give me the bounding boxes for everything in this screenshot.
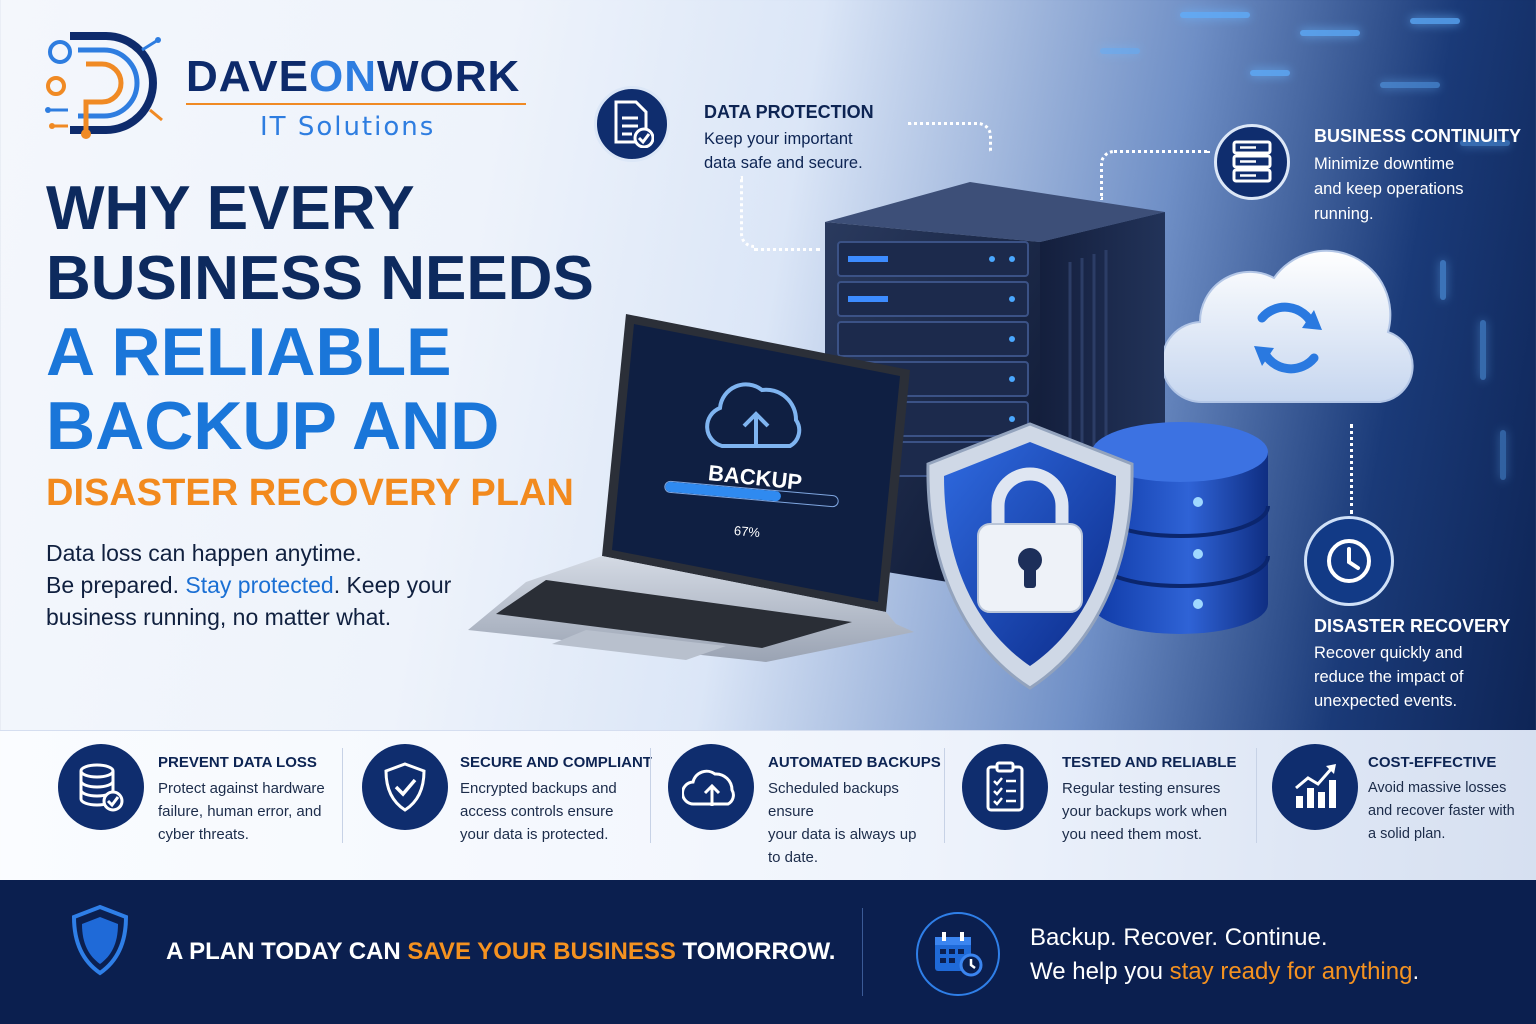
data-protection-line-1: Keep your important [704, 130, 853, 148]
clipboard-checklist-icon [962, 744, 1048, 830]
calendar-clock-icon [916, 912, 1000, 996]
shield-lock-illustration [922, 420, 1138, 692]
feature-divider [650, 748, 651, 843]
server-stack-icon [1214, 124, 1290, 200]
data-protection-line-2: data safe and secure. [704, 154, 863, 172]
bar-chart-growth-icon [1272, 744, 1358, 830]
shield-check-icon [362, 744, 448, 830]
feature-title-prevent-data-loss: PREVENT DATA LOSS [158, 754, 317, 771]
brand-logo-mark [42, 30, 164, 142]
feature-title-automated-backups: AUTOMATED BACKUPS [768, 754, 941, 771]
connector-dots [1350, 424, 1353, 514]
document-check-icon [594, 86, 670, 162]
laptop-backup-percent: 67% [733, 522, 761, 541]
database-check-icon [58, 744, 144, 830]
headline-line-2: BUSINESS NEEDS [46, 244, 594, 313]
connector-dots [740, 176, 754, 248]
headline-line-5: DISASTER RECOVERY PLAN [46, 472, 574, 514]
headline-line-3: A RELIABLE [46, 314, 452, 390]
cloud-upload-icon [668, 744, 754, 830]
feature-divider [1256, 748, 1257, 843]
clock-icon [1304, 516, 1394, 606]
feature-divider [342, 748, 343, 843]
laptop-illustration [466, 312, 916, 664]
database-illustration [1088, 418, 1272, 640]
footer-slogan: Backup. Recover. Continue. [1030, 924, 1328, 951]
intro-line-1: Data loss can happen anytime. [46, 540, 362, 566]
headline-line-4: BACKUP AND [46, 388, 500, 464]
feature-title-tested-and-reliable: TESTED AND RELIABLE [1062, 754, 1237, 771]
cloud-sync-illustration [1164, 232, 1416, 412]
feature-title-secure-and-compliant: SECURE AND COMPLIANT [460, 754, 652, 771]
brand-name: DAVEONWORK [186, 52, 521, 101]
brand-subtitle: IT Solutions [260, 112, 436, 142]
business-continuity-line-2: and keep operations [1314, 180, 1464, 198]
cloud-upload-icon [700, 370, 810, 460]
data-protection-title: DATA PROTECTION [704, 102, 874, 122]
business-continuity-line-3: running. [1314, 205, 1374, 223]
brand-divider [186, 103, 526, 105]
business-continuity-title: BUSINESS CONTINUITY [1314, 126, 1522, 146]
feature-divider [944, 748, 945, 843]
disaster-recovery-line-2: reduce the impact of [1314, 668, 1464, 686]
connector-dots [754, 248, 820, 251]
disaster-recovery-line-3: unexpected events. [1314, 692, 1458, 710]
disaster-recovery-title: DISASTER RECOVERY [1314, 616, 1511, 636]
footer-message: We help you stay ready for anything. [1030, 958, 1420, 985]
footer-bar [0, 880, 1536, 1024]
headline-line-1: WHY EVERY [46, 174, 415, 243]
footer-divider [862, 908, 863, 996]
disaster-recovery-line-1: Recover quickly and [1314, 644, 1463, 662]
connector-dots [1100, 150, 1210, 200]
intro-line-3: business running, no matter what. [46, 604, 392, 630]
shield-icon [70, 904, 130, 976]
feature-title-cost-effective: COST-EFFECTIVE [1368, 754, 1497, 771]
footer-tagline: A PLAN TODAY CAN SAVE YOUR BUSINESS TOMO… [166, 938, 836, 965]
business-continuity-line-1: Minimize downtime [1314, 155, 1455, 173]
connector-dots [908, 122, 992, 152]
intro-line-2: Be prepared. Stay protected. Keep your [46, 572, 452, 598]
